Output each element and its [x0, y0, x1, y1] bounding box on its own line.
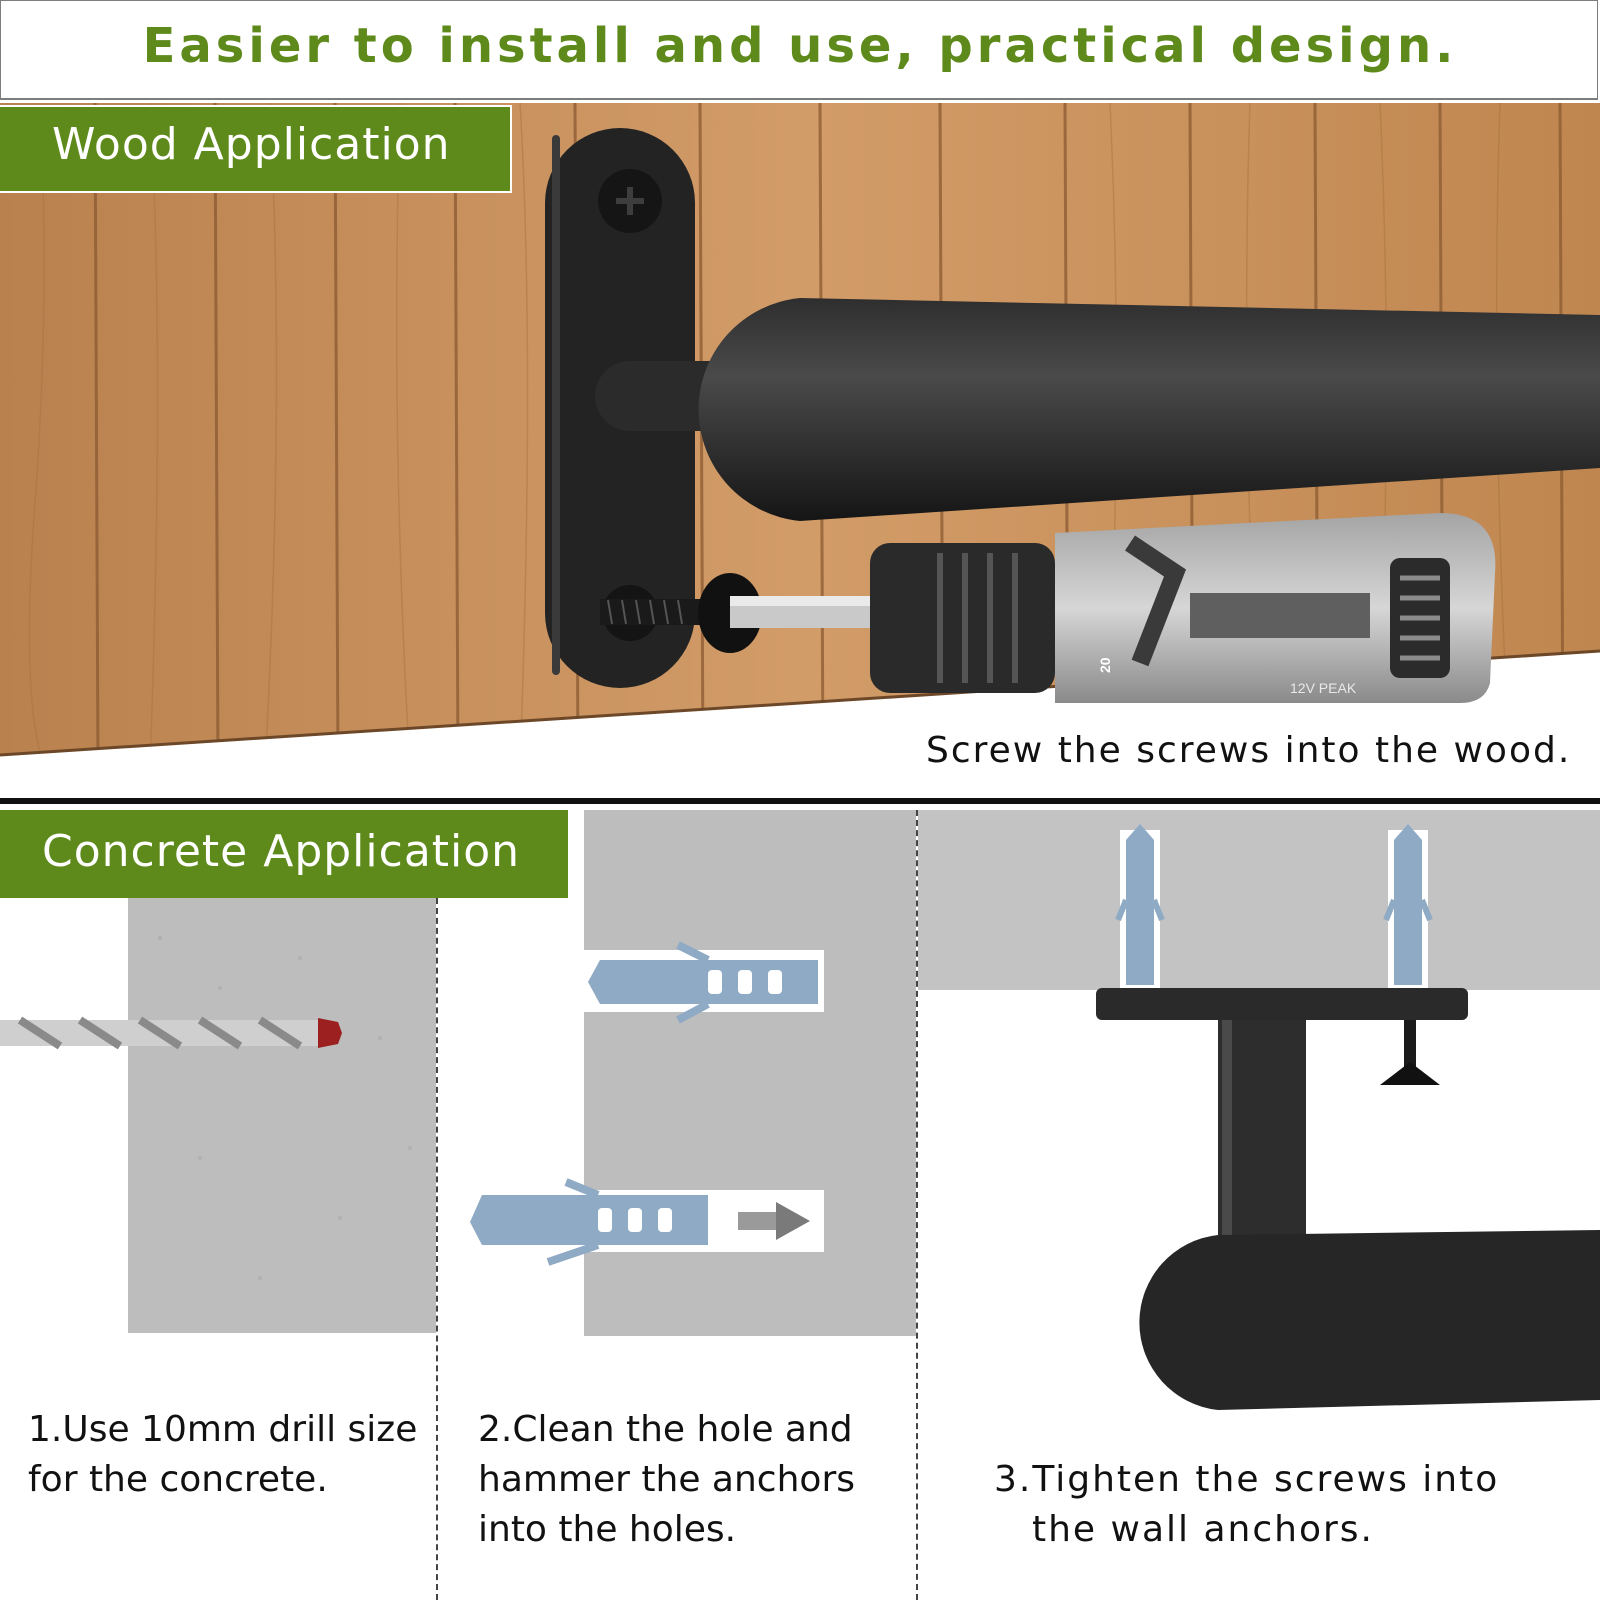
step2-anchor-illustration — [438, 810, 916, 1336]
rail-stem — [1218, 1020, 1306, 1260]
screw-head-icon — [616, 187, 644, 215]
step-separator — [916, 810, 918, 1600]
handrail — [1139, 1230, 1600, 1410]
step-2-line: 2.Clean the hole and — [478, 1409, 853, 1450]
arrow-right-icon — [738, 1202, 810, 1240]
wood-application-photo: 20 12V PEAK — [0, 103, 1600, 768]
concrete-ceiling — [918, 810, 1600, 990]
concrete-block — [584, 810, 916, 1336]
step-1-instruction: 1.Use 10mm drill size for the concrete. — [28, 1405, 417, 1505]
step-separator — [436, 898, 438, 1600]
header-bar — [0, 0, 1598, 100]
screw-icon — [1380, 1020, 1440, 1085]
concrete-block — [128, 898, 436, 1333]
step-1-line: 1.Use 10mm drill size — [28, 1409, 418, 1450]
concrete-application-label: Concrete Application — [0, 810, 568, 898]
step-3-instruction: 3.Tighten the screws into the wall ancho… — [994, 1455, 1499, 1555]
wall-anchor-icon — [1115, 824, 1165, 990]
step-2-line: into the holes. — [478, 1509, 737, 1550]
section-divider — [0, 798, 1600, 804]
handrail — [698, 298, 1600, 521]
step-3-line: the wall anchors. — [1032, 1509, 1374, 1550]
step-1-line: for the concrete. — [28, 1459, 328, 1500]
step1-drill-illustration — [0, 898, 436, 1333]
step-2-instruction: 2.Clean the hole and hammer the anchors … — [478, 1405, 855, 1555]
wall-anchor-icon — [1383, 824, 1433, 990]
drill-brand-badge: 12V PEAK — [1290, 680, 1357, 696]
step-3-line: 3.Tighten the screws into — [994, 1459, 1500, 1500]
drill-speed-number: 20 — [1097, 657, 1113, 673]
wall-anchor-icon — [588, 941, 818, 1024]
wood-caption: Screw the screws into the wood. — [926, 730, 1572, 771]
step-2-line: hammer the anchors — [478, 1459, 855, 1500]
wood-panel-illustration: 20 12V PEAK — [0, 103, 1600, 768]
step3-install-illustration — [918, 810, 1600, 1410]
wood-application-label: Wood Application — [0, 105, 512, 193]
mounting-plate — [1096, 988, 1468, 1020]
page-title: Easier to install and use, practical des… — [142, 18, 1458, 74]
masonry-drill-bit — [0, 1016, 342, 1050]
wall-anchor-icon — [470, 1178, 708, 1266]
